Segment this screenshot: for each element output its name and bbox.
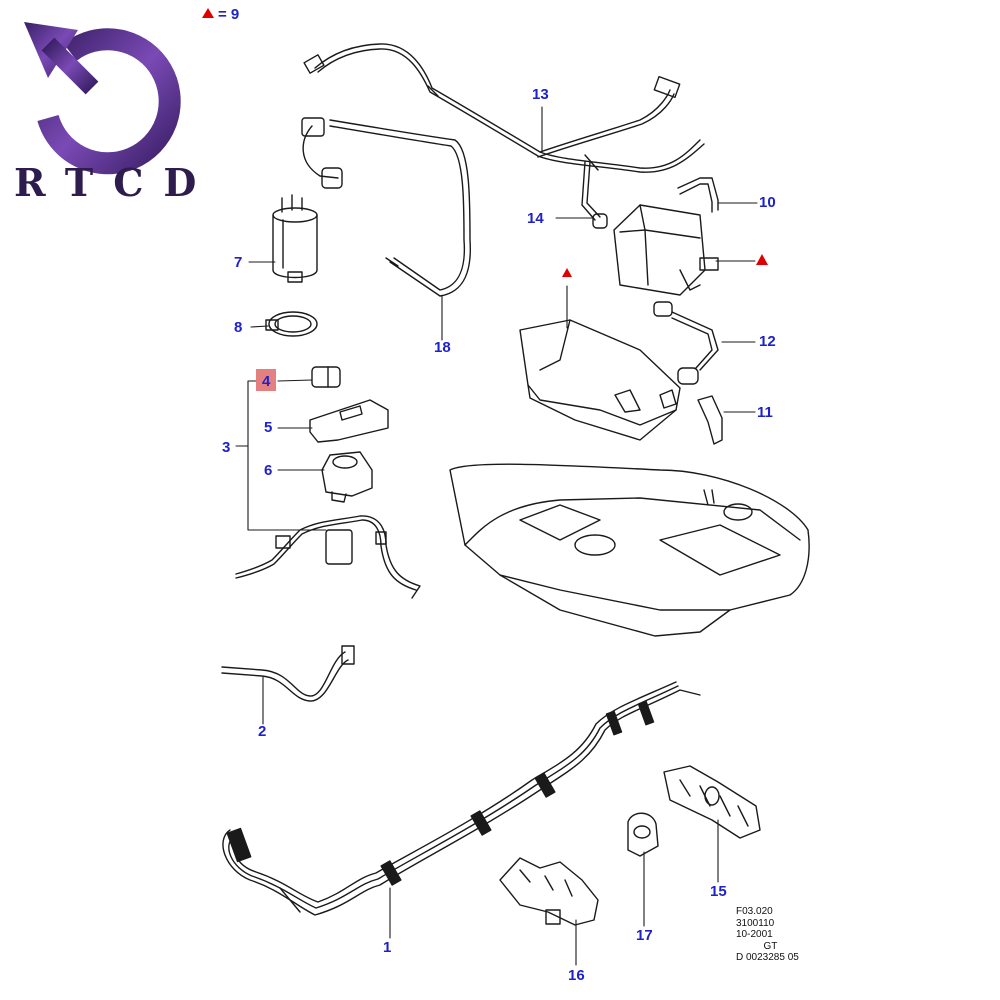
warning-triangle-icon bbox=[202, 8, 214, 18]
reference-line: F03.020 bbox=[736, 906, 773, 917]
part-10-hose bbox=[677, 177, 719, 213]
callout-18: 18 bbox=[434, 339, 451, 356]
part-18-wiring-loom bbox=[301, 117, 472, 297]
part-6-sender-unit bbox=[321, 451, 373, 503]
callout-16: 16 bbox=[568, 967, 585, 984]
legend: = 9 bbox=[202, 6, 239, 23]
callout-8: 8 bbox=[234, 319, 243, 336]
logo-text: RTCD bbox=[14, 160, 217, 205]
reference-line: 10-2001 bbox=[736, 929, 773, 940]
logo-icon bbox=[24, 22, 181, 175]
callout-13: 13 bbox=[532, 86, 549, 103]
part-17-pipe-clip bbox=[627, 812, 659, 857]
part-5-bracket bbox=[309, 399, 389, 443]
reference-line: GT bbox=[763, 940, 778, 952]
callout-4: 4 bbox=[262, 373, 271, 390]
callout-2: 2 bbox=[258, 723, 267, 740]
legend-text: = 9 bbox=[218, 6, 240, 23]
callout-5: 5 bbox=[264, 419, 273, 436]
part-16-pipe-clip bbox=[499, 857, 599, 926]
callout-15: 15 bbox=[710, 883, 727, 900]
part-8-clamp bbox=[265, 311, 318, 337]
part-11-elbow-hose bbox=[697, 395, 723, 445]
reference-block: F03.020 3100110 10-2001 GT D 0023285 05 bbox=[736, 906, 799, 964]
highlight-marker bbox=[256, 369, 276, 391]
warning-triangle-icon bbox=[562, 268, 572, 277]
callout-10: 10 bbox=[759, 194, 776, 211]
part-heat-shield bbox=[519, 319, 681, 441]
part-3-sender-wiring bbox=[235, 515, 421, 599]
callout-6: 6 bbox=[264, 462, 273, 479]
part-7-fuel-pump bbox=[272, 194, 318, 283]
reference-line: D 0023285 05 bbox=[736, 952, 799, 963]
callout-11: 11 bbox=[757, 404, 773, 421]
reference-line: 3100110 bbox=[736, 917, 775, 929]
leader-lines bbox=[235, 106, 758, 966]
callout-3: 3 bbox=[222, 439, 231, 456]
part-2-fuel-tube bbox=[221, 645, 355, 702]
part-12-vapour-hose bbox=[653, 301, 719, 385]
part-1-fuel-lines bbox=[222, 681, 701, 916]
warning-triangle-icon bbox=[756, 254, 768, 265]
callout-17: 17 bbox=[636, 927, 653, 944]
part-4-sender-cap bbox=[311, 366, 341, 388]
callout-7: 7 bbox=[234, 254, 243, 271]
part-9-carbon-canister bbox=[613, 204, 719, 296]
callout-12: 12 bbox=[759, 333, 776, 350]
part-15-pipe-clip bbox=[663, 765, 761, 839]
part-13-vapour-pipe bbox=[303, 43, 705, 229]
callout-14: 14 bbox=[527, 210, 544, 227]
part-fuel-tank bbox=[449, 463, 810, 637]
callout-1: 1 bbox=[383, 939, 392, 956]
